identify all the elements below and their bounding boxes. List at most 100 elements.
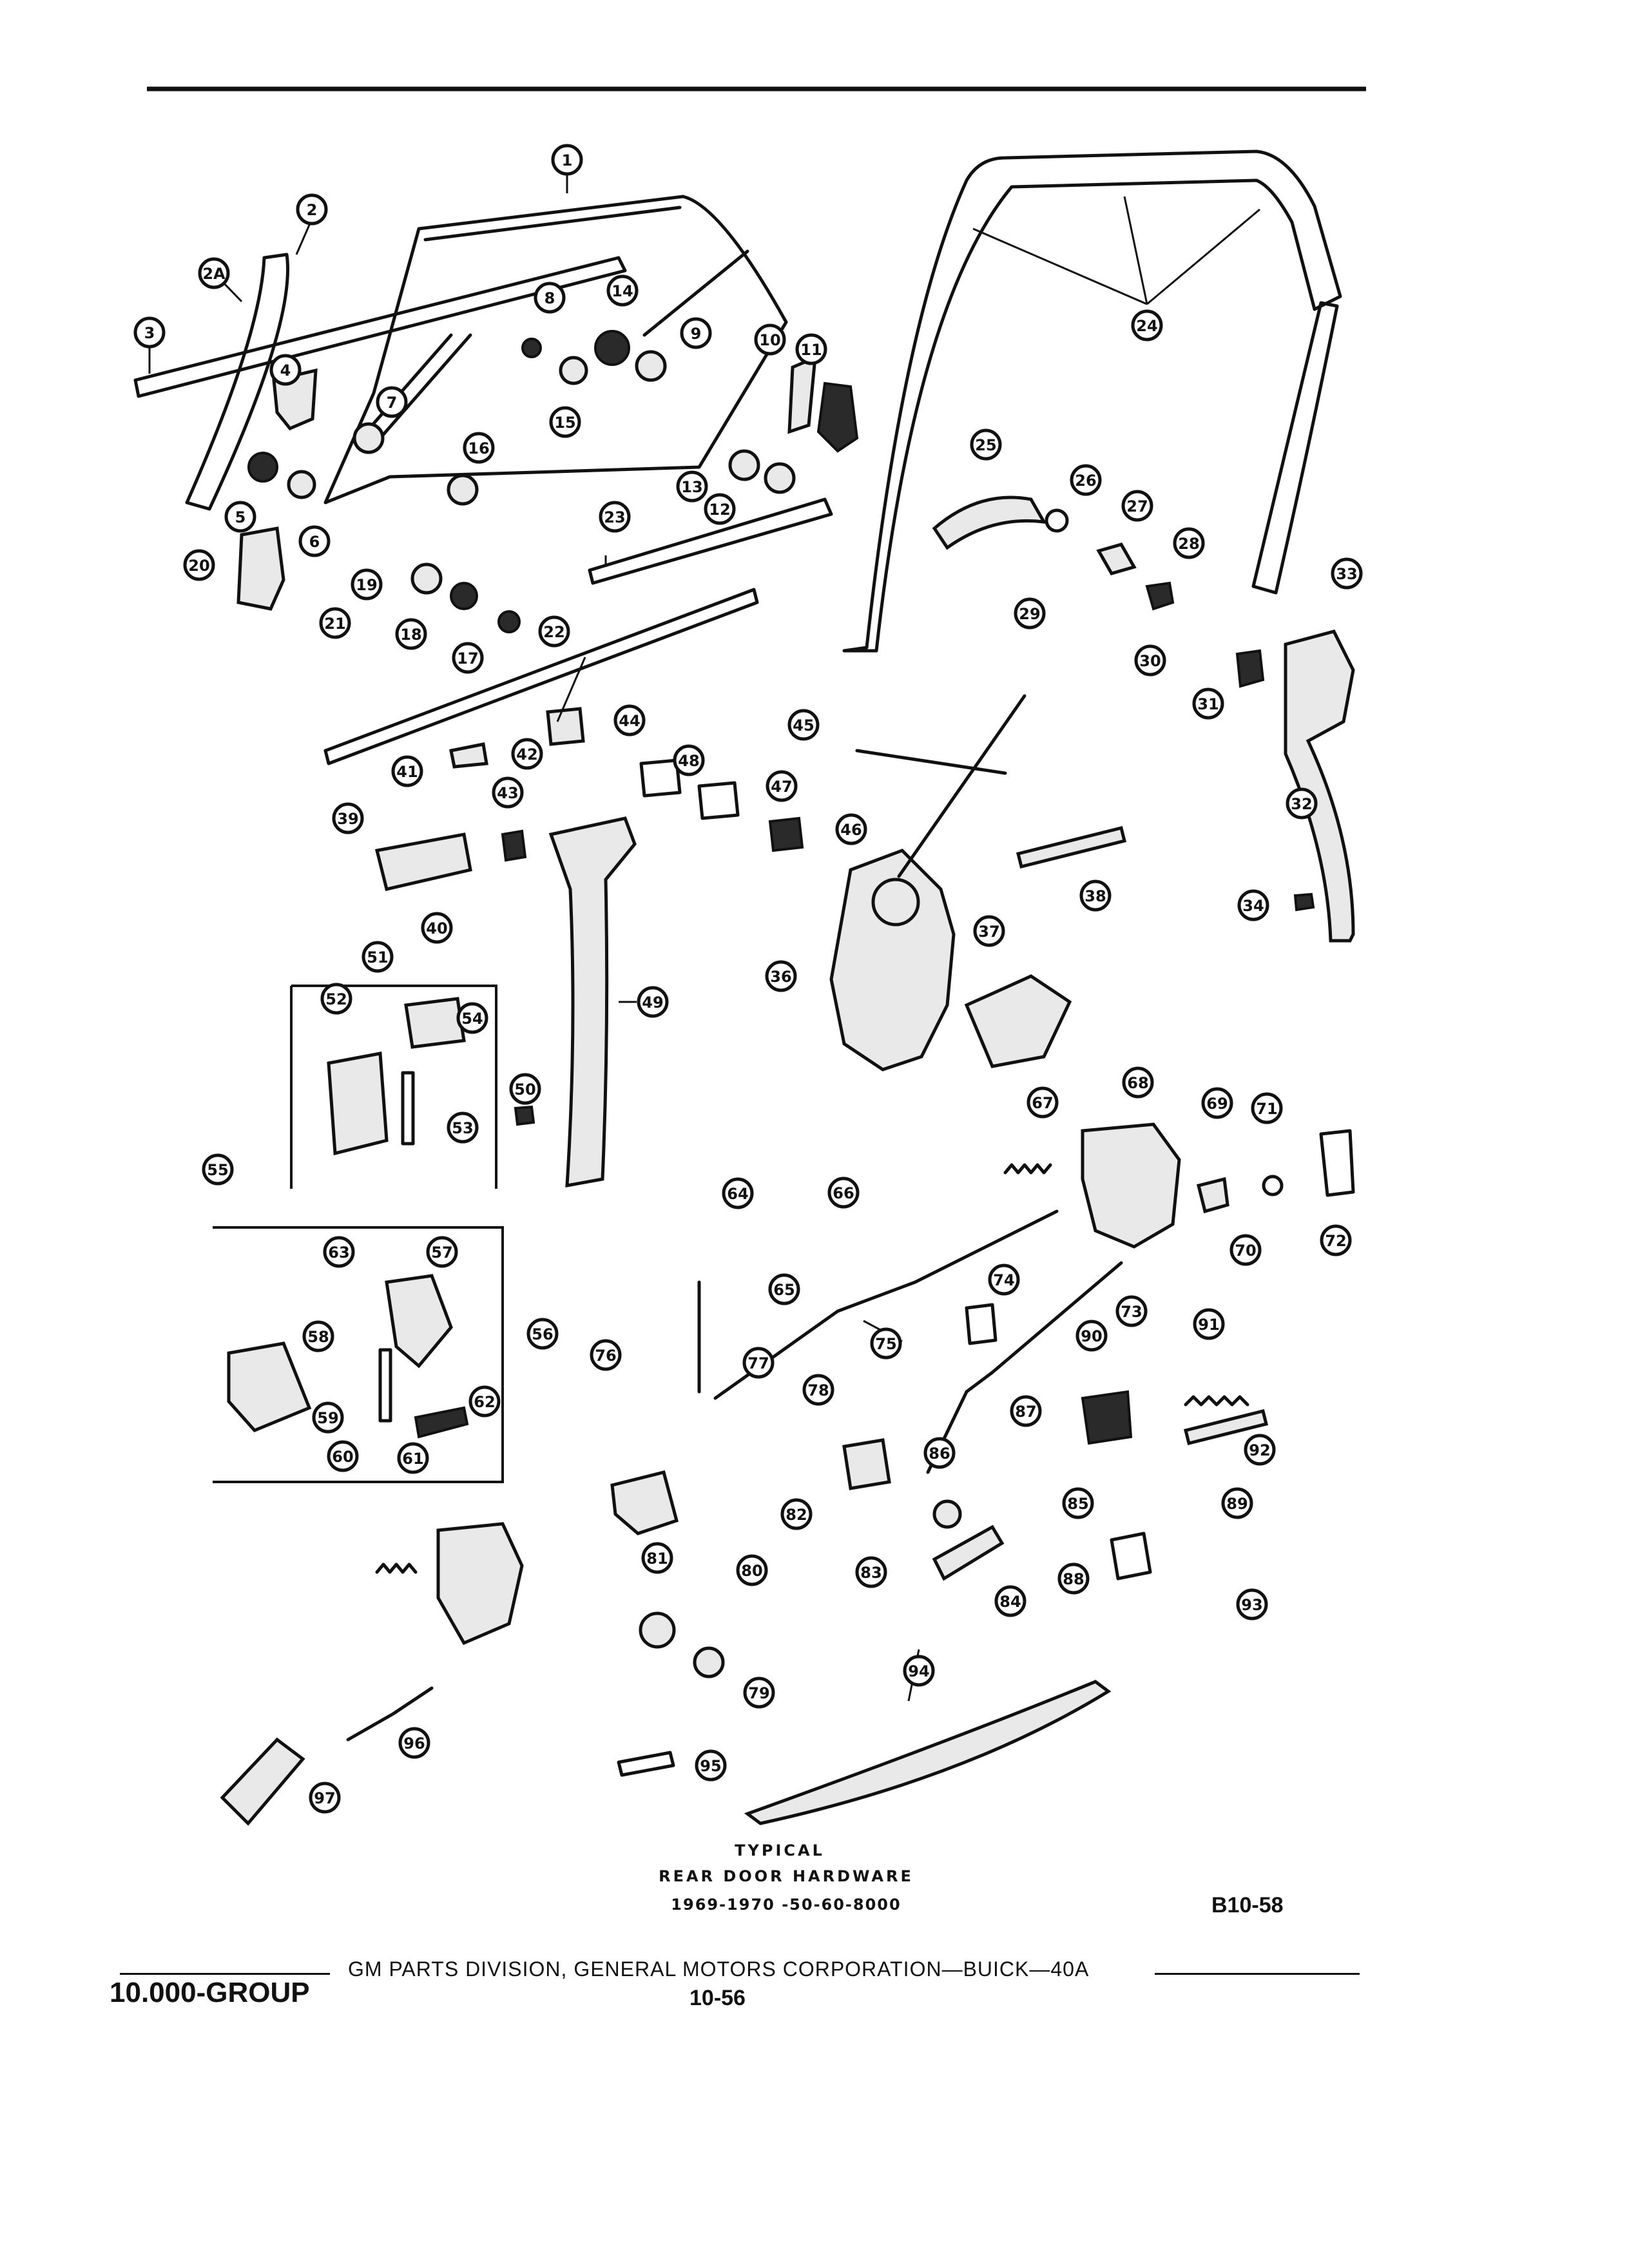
door-lock-68	[1081, 1122, 1181, 1249]
hinge-40	[374, 832, 472, 891]
glass-reflection	[359, 333, 453, 440]
svg-text:16: 16	[468, 439, 489, 457]
svg-text:63: 63	[328, 1244, 349, 1262]
belt-strip-outer	[133, 256, 627, 398]
svg-text:51: 51	[367, 948, 388, 966]
callout-19: 19	[351, 568, 383, 601]
clip-42	[449, 742, 488, 769]
svg-text:18: 18	[400, 626, 421, 644]
callout-66: 66	[827, 1177, 860, 1209]
guide-17	[497, 610, 521, 633]
link-61	[414, 1406, 469, 1439]
callout-40: 40	[421, 912, 453, 944]
svg-text:87: 87	[1015, 1403, 1036, 1421]
svg-text:88: 88	[1063, 1570, 1084, 1588]
callout-51: 51	[361, 941, 394, 973]
svg-text:20: 20	[188, 557, 209, 575]
svg-text:47: 47	[771, 778, 792, 796]
caption-title: REAR DOOR HARDWARE	[659, 1867, 914, 1885]
hinge-upper-56	[385, 1274, 453, 1369]
svg-text:28: 28	[1178, 535, 1199, 553]
grommet-48	[639, 758, 682, 798]
door-lock-lower	[436, 1522, 524, 1646]
callout-62: 62	[468, 1385, 501, 1418]
svg-text:83: 83	[860, 1564, 882, 1582]
svg-text:60: 60	[332, 1448, 353, 1466]
grommet-47	[697, 781, 740, 820]
bumper-86	[932, 1499, 962, 1529]
pull-handle-25	[932, 495, 1047, 550]
clip-43	[501, 829, 527, 862]
striker-70	[1196, 1177, 1229, 1214]
callout-91: 91	[1193, 1308, 1225, 1340]
svg-text:38: 38	[1084, 887, 1106, 905]
svg-text:91: 91	[1198, 1316, 1219, 1334]
inset-box-56	[213, 1226, 504, 1483]
svg-text:40: 40	[426, 919, 447, 937]
callout-74: 74	[988, 1264, 1020, 1296]
spring-67-lower	[375, 1562, 418, 1574]
link-89	[1110, 1532, 1152, 1581]
svg-text:8: 8	[545, 289, 555, 307]
actuator-78	[610, 1470, 679, 1535]
trim-strip-94	[744, 1680, 1112, 1825]
callout-6: 6	[298, 525, 331, 557]
caption-years: 1969-1970 -50-60-8000	[671, 1896, 901, 1914]
callout-55: 55	[202, 1153, 234, 1186]
footer-division: GM PARTS DIVISION, GENERAL MOTORS CORPOR…	[348, 1957, 1090, 1981]
callout-15: 15	[549, 406, 581, 438]
callout-5: 5	[224, 501, 256, 533]
callout-32: 32	[1286, 787, 1318, 820]
svg-text:57: 57	[431, 1244, 452, 1262]
svg-text:19: 19	[356, 576, 377, 594]
escutcheon-28	[1145, 581, 1175, 611]
pin-92	[1183, 1408, 1269, 1446]
svg-text:15: 15	[554, 414, 575, 432]
callout-48: 48	[673, 744, 705, 776]
svg-text:9: 9	[691, 325, 702, 343]
callout-94: 94	[903, 1655, 935, 1687]
callout-81: 81	[641, 1542, 673, 1574]
svg-text:59: 59	[317, 1409, 338, 1427]
callout-43: 43	[492, 776, 524, 809]
bumper-44	[546, 707, 585, 746]
svg-text:4: 4	[280, 361, 291, 380]
grommet-46	[768, 816, 804, 852]
regulator-gear	[871, 878, 920, 927]
svg-text:41: 41	[396, 763, 418, 781]
footer-page-number: 10-56	[689, 1986, 746, 2010]
svg-text:11: 11	[800, 341, 822, 359]
svg-text:33: 33	[1336, 565, 1357, 583]
svg-text:29: 29	[1019, 605, 1040, 623]
footer-group: 10.000-GROUP	[110, 1977, 310, 2008]
guide-5	[247, 452, 278, 483]
clip-74	[965, 1303, 998, 1345]
svg-text:54: 54	[461, 1010, 483, 1028]
svg-text:68: 68	[1127, 1074, 1148, 1092]
spring-91	[1184, 1395, 1249, 1407]
callout-69: 69	[1201, 1087, 1233, 1119]
upper-sash-channel	[588, 497, 833, 585]
svg-text:81: 81	[646, 1550, 668, 1568]
guide-6	[287, 470, 316, 499]
callout-54: 54	[456, 1002, 488, 1034]
callout-2: 2	[296, 193, 328, 226]
svg-text:14: 14	[612, 282, 633, 300]
svg-text:23: 23	[604, 508, 625, 526]
callout-57: 57	[426, 1236, 458, 1268]
hinge-strap-54	[404, 997, 466, 1049]
svg-text:48: 48	[678, 752, 699, 770]
link-79	[693, 1646, 725, 1678]
callout-61: 61	[397, 1442, 429, 1474]
callout-21: 21	[319, 607, 351, 639]
bellcrank-81	[639, 1611, 676, 1649]
part-drawings	[133, 149, 1355, 1826]
callout-17: 17	[452, 642, 484, 674]
svg-text:10: 10	[759, 331, 780, 349]
svg-text:21: 21	[324, 615, 345, 633]
svg-text:69: 69	[1206, 1095, 1228, 1113]
callout-70: 70	[1229, 1234, 1262, 1266]
svg-text:37: 37	[978, 923, 999, 941]
callout-97: 97	[309, 1782, 341, 1814]
guide-14	[594, 330, 630, 366]
